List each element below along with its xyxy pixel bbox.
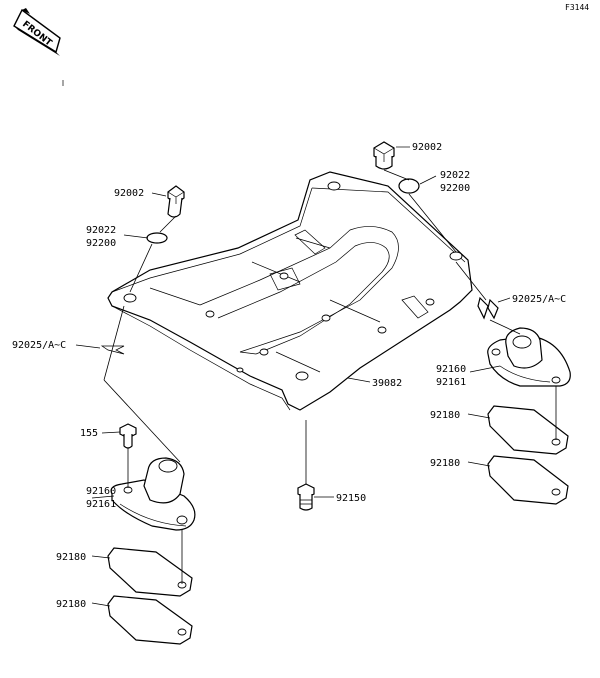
callout-leaders — [75, 146, 511, 607]
callout-92200-left: 92200 — [86, 238, 116, 249]
shim-left-upper-part — [107, 547, 193, 597]
callout-155: 155 — [80, 428, 98, 439]
callout-92150: 92150 — [336, 493, 366, 504]
callout-92002-left: 92002 — [114, 188, 144, 199]
callout-92200-right: 92200 — [440, 183, 470, 194]
callout-92161-right: 92161 — [436, 377, 466, 388]
callout-92160-right: 92160 — [436, 364, 466, 375]
callout-92025-right: 92025/A~C — [512, 294, 566, 305]
clip-right-part — [477, 296, 499, 320]
bolt-92002-left-part — [167, 185, 185, 218]
bolt-155-part — [119, 423, 137, 449]
assembly-lines — [103, 169, 557, 584]
callout-92180-right-upper: 92180 — [430, 410, 460, 421]
shim-left-lower-part — [107, 595, 193, 645]
callout-92180-left-lower: 92180 — [56, 599, 86, 610]
shim-right-lower-part — [487, 455, 569, 505]
callout-92025-left: 92025/A~C — [12, 340, 66, 351]
washer-right-part — [398, 178, 420, 194]
bolt-92150-part — [297, 483, 315, 511]
washer-left-part — [146, 232, 168, 244]
skid-plate-part — [107, 171, 473, 411]
callout-92022-right: 92022 — [440, 170, 470, 181]
bolt-92002-right-part — [373, 141, 395, 170]
clip-left-part — [100, 345, 125, 355]
figure-id: F3144 — [565, 3, 589, 12]
callout-92161-left: 92161 — [86, 499, 116, 510]
front-arrow-icon: FRONT — [13, 8, 61, 56]
engine-mount-left-part — [110, 457, 196, 531]
callout-92180-left-upper: 92180 — [56, 552, 86, 563]
callout-92160-left: 92160 — [86, 486, 116, 497]
callout-92180-right-lower: 92180 — [430, 458, 460, 469]
callout-92022-left: 92022 — [86, 225, 116, 236]
callout-39082: 39082 — [372, 378, 402, 389]
engine-mount-right-part — [487, 327, 571, 387]
callout-92002-right: 92002 — [412, 142, 442, 153]
